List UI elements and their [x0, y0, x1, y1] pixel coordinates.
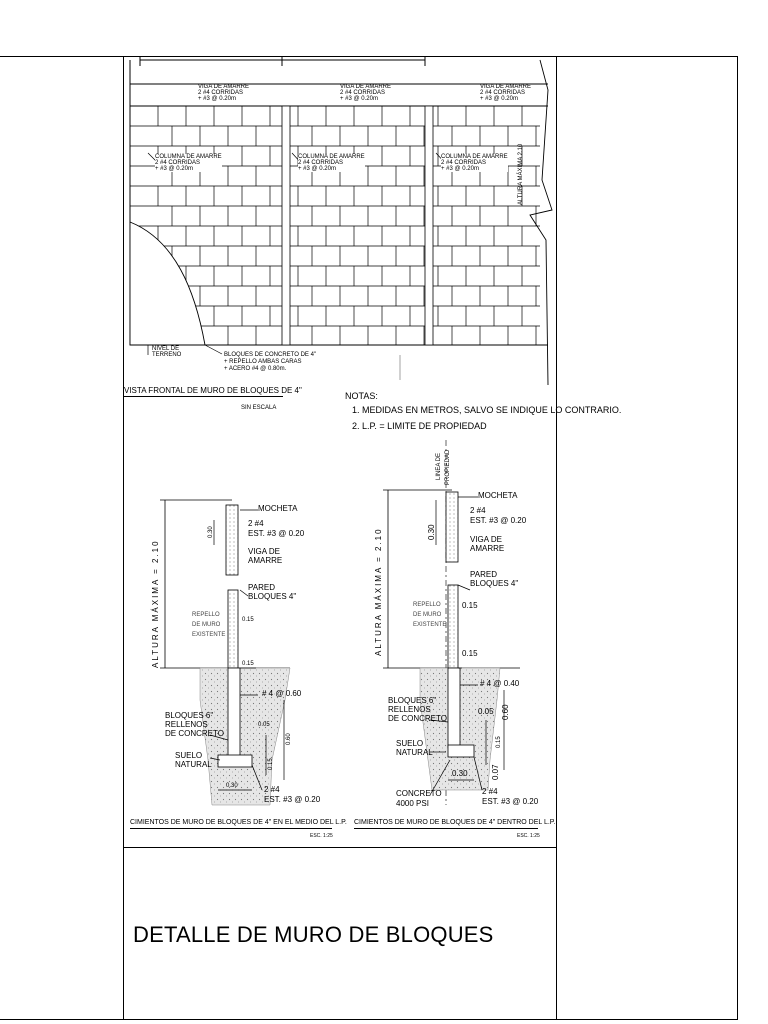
section-left-caption-underline [130, 828, 332, 829]
left-dim-015a: 0.15 [242, 617, 254, 623]
left-dim-015c: 0.15 [268, 758, 274, 770]
left-bloques4: BLOQUES 4" [248, 592, 297, 601]
section-left-caption: CIMIENTOS DE MURO DE BLOQUES DE 4" EN EL… [130, 819, 347, 826]
left-est-bot: EST. #3 @ 0.20 [264, 795, 321, 804]
left-de-concreto: DE CONCRETO [165, 729, 224, 738]
right-dim-015b: 0.15 [462, 649, 478, 658]
column-label-1: COLUMNA DE AMARRE 2 #4 CORRIDAS + #3 @ 0… [155, 154, 222, 172]
right-repello-3: EXISTENTE [413, 622, 447, 628]
right-top-dim: 0.30 [427, 524, 436, 540]
right-height-label: ALTURA MÁXIMA = 2.10 [374, 527, 383, 656]
left-bar-spacing: # 4 @ 0.60 [262, 689, 302, 698]
right-concreto: CONCRETO [396, 789, 442, 798]
section-right-scale: ESC. 1:25 [517, 833, 540, 839]
beam-label-1: VIGA DE AMARRE 2 #4 CORRIDAS + #3 @ 0.20… [198, 84, 250, 102]
left-natural: NATURAL [175, 760, 212, 769]
section-right-caption-underline [354, 828, 538, 829]
note-2: 2. L.P. = LIMITE DE PROPIEDAD [352, 421, 487, 431]
right-viga: VIGA DE [470, 535, 503, 544]
section-left-scale: ESC. 1:25 [310, 833, 333, 839]
property-line-label-1: LINEA DE [436, 452, 442, 480]
column-label-3: COLUMNA DE AMARRE 2 #4 CORRIDAS + #3 @ 0… [441, 154, 508, 172]
left-viga: VIGA DE [248, 547, 281, 556]
front-view-caption-underline [123, 396, 283, 397]
left-height-label: ALTURA MÁXIMA = 2.10 [151, 539, 160, 668]
property-line-label-2: PROPIEDAD [445, 449, 451, 485]
left-suelo: SUELO [175, 751, 203, 760]
beam-label-3: VIGA DE AMARRE 2 #4 CORRIDAS + #3 @ 0.20… [480, 84, 532, 102]
right-pared: PARED [470, 570, 497, 579]
front-view-scale: SIN ESCALA [241, 405, 277, 411]
beam-label-2: VIGA DE AMARRE 2 #4 CORRIDAS + #3 @ 0.20… [340, 84, 392, 102]
right-dim-015c: 0.15 [496, 736, 502, 748]
notes-heading: NOTAS: [345, 391, 378, 401]
frame-top-line [0, 56, 738, 57]
column-label-2: COLUMNA DE AMARRE 2 #4 CORRIDAS + #3 @ 0… [298, 154, 365, 172]
right-bar-spacing: # 4 @ 0.40 [480, 679, 520, 688]
right-repello-1: REPELLO [413, 602, 441, 608]
right-dim-015a: 0.15 [462, 601, 478, 610]
right-dim-005: 0.05 [478, 707, 494, 716]
right-est-bot: EST. #3 @ 0.20 [482, 797, 539, 806]
frame-left-divider [123, 56, 124, 1020]
right-rellenos: RELLENOS [388, 705, 431, 714]
left-bloques6: BLOQUES 6" [165, 711, 214, 720]
left-amarre: AMARRE [248, 556, 283, 565]
left-repello-1: REPELLO [192, 612, 220, 618]
left-dim-030: 0.30 [226, 783, 238, 789]
note-1: 1. MEDIDAS EN METROS, SALVO SE INDIQUE L… [352, 405, 622, 415]
sheet-title: DETALLE DE MURO DE BLOQUES [133, 922, 494, 947]
frame-right-divider [556, 56, 557, 1020]
right-natural: NATURAL [396, 748, 433, 757]
right-bloques4: BLOQUES 4" [470, 579, 519, 588]
right-dim-007: 0.07 [491, 764, 500, 780]
right-dim-030: 0.30 [452, 769, 468, 778]
left-top-dim: 0.30 [208, 526, 214, 538]
left-rellenos: RELLENOS [165, 720, 208, 729]
block-label: BLOQUES DE CONCRETO DE 4" + REPELLO AMBA… [224, 352, 317, 372]
left-bars-top: 2 #4 [248, 519, 264, 528]
left-repello-3: EXISTENTE [192, 632, 226, 638]
right-mocheta: MOCHETA [478, 491, 518, 500]
section-right-caption: CIMIENTOS DE MURO DE BLOQUES DE 4" DENTR… [354, 819, 556, 826]
left-bars-bot: 2 #4 [264, 785, 280, 794]
right-de-concreto: DE CONCRETO [388, 714, 447, 723]
right-bloques6: BLOQUES 6" [388, 696, 437, 705]
left-repello-2: DE MURO [192, 622, 221, 628]
terrain-label: NIVEL DE TERRENO [152, 346, 182, 358]
left-dim-060: 0.60 [286, 733, 292, 745]
left-est-top: EST. #3 @ 0.20 [248, 529, 305, 538]
right-dim-060: 0.60 [501, 704, 510, 720]
left-pared: PARED [248, 583, 275, 592]
right-repello-2: DE MURO [413, 612, 442, 618]
right-psi: 4000 PSI [396, 799, 429, 808]
right-bars-top: 2 #4 [470, 506, 486, 515]
frame-right-edge [737, 56, 738, 1020]
left-dim-015b: 0.15 [242, 661, 254, 667]
left-mocheta: MOCHETA [258, 504, 298, 513]
right-amarre: AMARRE [470, 544, 505, 553]
right-suelo: SUELO [396, 739, 424, 748]
front-view-caption: VISTA FRONTAL DE MURO DE BLOQUES DE 4" [124, 386, 302, 395]
right-est-top: EST. #3 @ 0.20 [470, 516, 527, 525]
frame-bottom-line [0, 1019, 738, 1020]
left-dim-005: 0.05 [258, 722, 270, 728]
title-block-divider [123, 847, 557, 848]
right-bars-bot: 2 #4 [482, 787, 498, 796]
